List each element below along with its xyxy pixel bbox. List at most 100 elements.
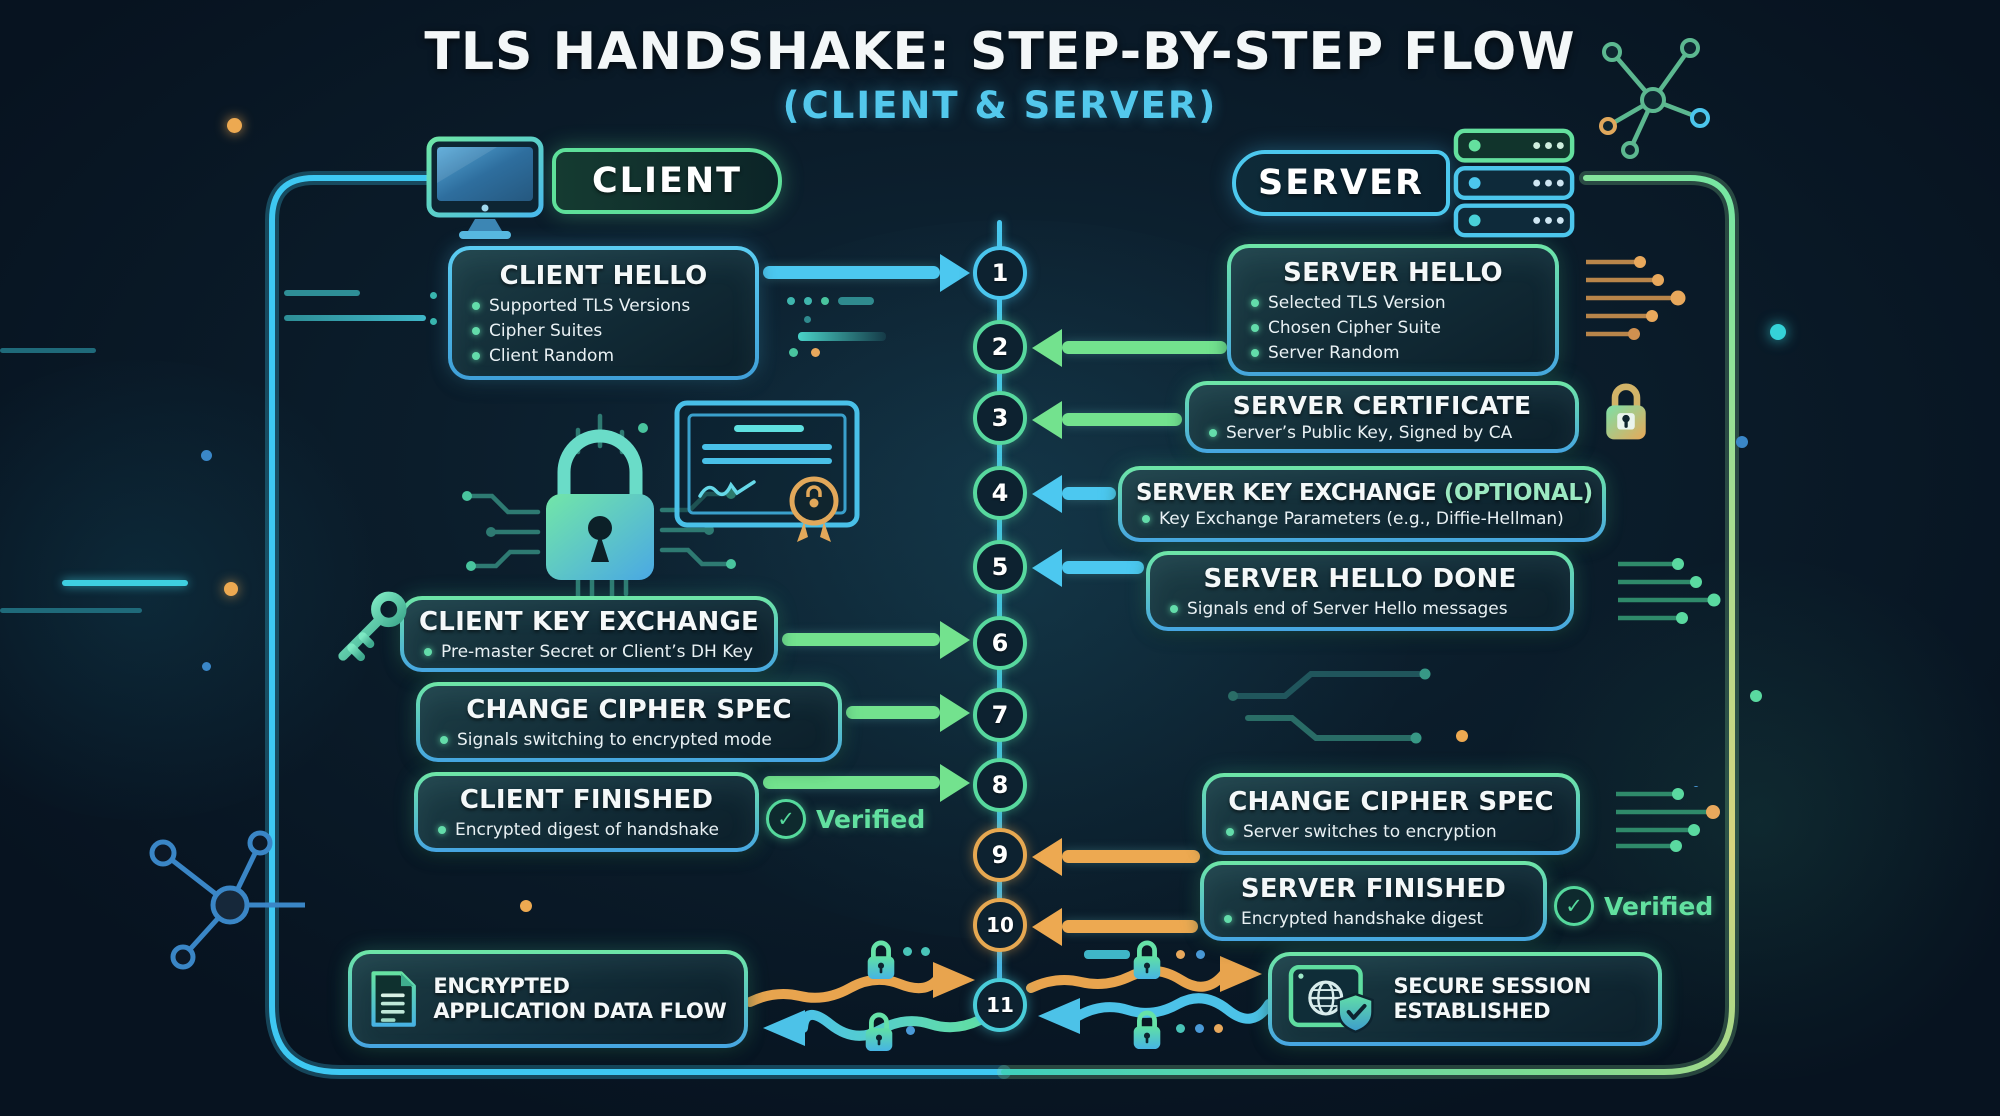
client-verified-badge: ✓ Verified <box>766 799 925 839</box>
decor-dot <box>1196 950 1205 959</box>
arrow-step-1 <box>763 266 940 279</box>
bullet-text: Cipher Suites <box>489 320 603 341</box>
decor-dot <box>921 947 930 956</box>
step-number: 4 <box>991 479 1009 507</box>
decor-dot <box>1750 690 1762 702</box>
step-number: 2 <box>991 333 1009 361</box>
bullet-dot <box>440 735 448 744</box>
message-title: CLIENT HELLO <box>499 260 708 291</box>
message-box-server-finished: SERVER FINISHED Encrypted handshake dige… <box>1200 861 1547 941</box>
step-number: 8 <box>991 771 1009 799</box>
arrow-step-5 <box>1062 561 1144 574</box>
decor-dot <box>906 1026 915 1035</box>
circuit-trace-decoration <box>1618 558 1721 624</box>
circuit-trace-decoration <box>1616 786 1720 852</box>
decor-dot <box>787 297 795 305</box>
step-number: 11 <box>986 993 1014 1017</box>
message-box-client-finished: CLIENT FINISHED Encrypted digest of hand… <box>414 772 759 852</box>
certificate-decoration <box>674 400 860 542</box>
decor-dash <box>0 348 96 353</box>
bullet-text: Selected TLS Version <box>1268 292 1446 313</box>
decor-dot <box>1176 1024 1185 1033</box>
decor-dot <box>1214 1024 1223 1033</box>
step-number: 5 <box>991 553 1009 581</box>
bullet-text: Server switches to encryption <box>1243 821 1497 842</box>
padlock-icon <box>865 1012 893 1051</box>
bullet-dot <box>438 825 446 834</box>
message-title: SERVER FINISHED <box>1240 873 1507 904</box>
message-box-change-cipher-spec-client: CHANGE CIPHER SPEC Signals switching to … <box>416 682 842 762</box>
page-subtitle: (CLIENT & SERVER) <box>782 84 1218 127</box>
decor-dash <box>284 315 426 321</box>
message-title: CHANGE CIPHER SPEC <box>1228 786 1554 817</box>
message-title: CHANGE CIPHER SPEC <box>466 694 792 725</box>
bullet-dot <box>1209 429 1217 437</box>
bullet-text: Client Random <box>489 345 615 366</box>
network-molecule-icon <box>1599 38 1710 159</box>
decor-dash <box>62 580 188 586</box>
step-number: 7 <box>991 701 1009 729</box>
bullet-dot <box>1226 827 1234 836</box>
bullet-text: Encrypted digest of handshake <box>455 819 720 840</box>
arrow-step-6 <box>782 633 940 646</box>
check-circle-icon: ✓ <box>766 799 806 839</box>
decor-dot <box>430 292 437 299</box>
bullet-text: Supported TLS Versions <box>489 295 691 316</box>
message-title: SERVER HELLO DONE <box>1203 563 1517 594</box>
check-glyph: ✓ <box>777 807 795 831</box>
decor-dash <box>0 608 142 613</box>
step-circle-11: 11 <box>973 978 1027 1032</box>
bullet-dot <box>1251 323 1259 332</box>
bullet-text: Chosen Cipher Suite <box>1268 317 1441 338</box>
decor-dot <box>804 297 812 305</box>
bullet-text: Server Random <box>1268 342 1400 363</box>
step-number: 3 <box>991 404 1009 432</box>
desktop-monitor-icon <box>426 136 544 239</box>
network-molecule-icon <box>149 830 305 970</box>
decor-dot <box>224 582 238 596</box>
message-box-client-hello: CLIENT HELLO Supported TLS Versions Ciph… <box>448 246 759 380</box>
page-title: TLS HANDSHAKE: STEP-BY-STEP FLOW <box>424 22 1576 82</box>
decor-dot <box>1195 1024 1204 1033</box>
browser-shield-check-icon <box>1288 964 1374 1034</box>
bullet-dot <box>1224 914 1232 923</box>
step-circle-1: 1 <box>973 246 1027 300</box>
message-box-secure-session: SECURE SESSION ESTABLISHED <box>1268 952 1662 1046</box>
bullet-dot <box>472 326 480 335</box>
step-circle-10: 10 <box>973 898 1027 952</box>
step-circle-8: 8 <box>973 758 1027 812</box>
arrow-step-10 <box>1062 920 1198 933</box>
padlock-icon <box>1133 940 1161 979</box>
step-number: 9 <box>991 841 1009 869</box>
bullet-dot <box>1251 298 1259 307</box>
server-verified-badge: ✓ Verified <box>1554 886 1713 926</box>
message-title: CLIENT FINISHED <box>459 784 714 815</box>
decor-dot <box>903 947 912 956</box>
message-title: CLIENT KEY EXCHANGE <box>419 606 759 637</box>
decor-dash <box>838 297 874 305</box>
step-number: 1 <box>991 259 1009 287</box>
decor-dot <box>227 118 242 133</box>
circuit-padlock-decoration <box>462 413 736 600</box>
message-title-text: SERVER KEY EXCHANGE <box>1136 479 1437 506</box>
step-circle-9: 9 <box>973 828 1027 882</box>
document-icon <box>371 971 416 1027</box>
check-glyph: ✓ <box>1565 894 1583 918</box>
decor-dot <box>821 297 829 305</box>
step-circle-5: 5 <box>973 540 1027 594</box>
message-box-server-hello-done: SERVER HELLO DONE Signals end of Server … <box>1146 551 1574 631</box>
decor-dot <box>201 450 212 461</box>
decor-dot <box>1176 950 1185 959</box>
message-title: SERVER CERTIFICATE <box>1232 391 1532 420</box>
server-rack-icon <box>1453 128 1575 238</box>
decor-dot <box>520 900 532 912</box>
decor-dot <box>1736 436 1748 448</box>
check-circle-icon: ✓ <box>1554 886 1594 926</box>
step-circle-6: 6 <box>973 616 1027 670</box>
arrow-step-8 <box>763 776 940 789</box>
server-actor-pill: SERVER <box>1232 150 1450 216</box>
step-circle-4: 4 <box>973 466 1027 520</box>
bullet-text: Signals switching to encrypted mode <box>457 729 772 750</box>
arrow-step-9 <box>1062 850 1200 863</box>
